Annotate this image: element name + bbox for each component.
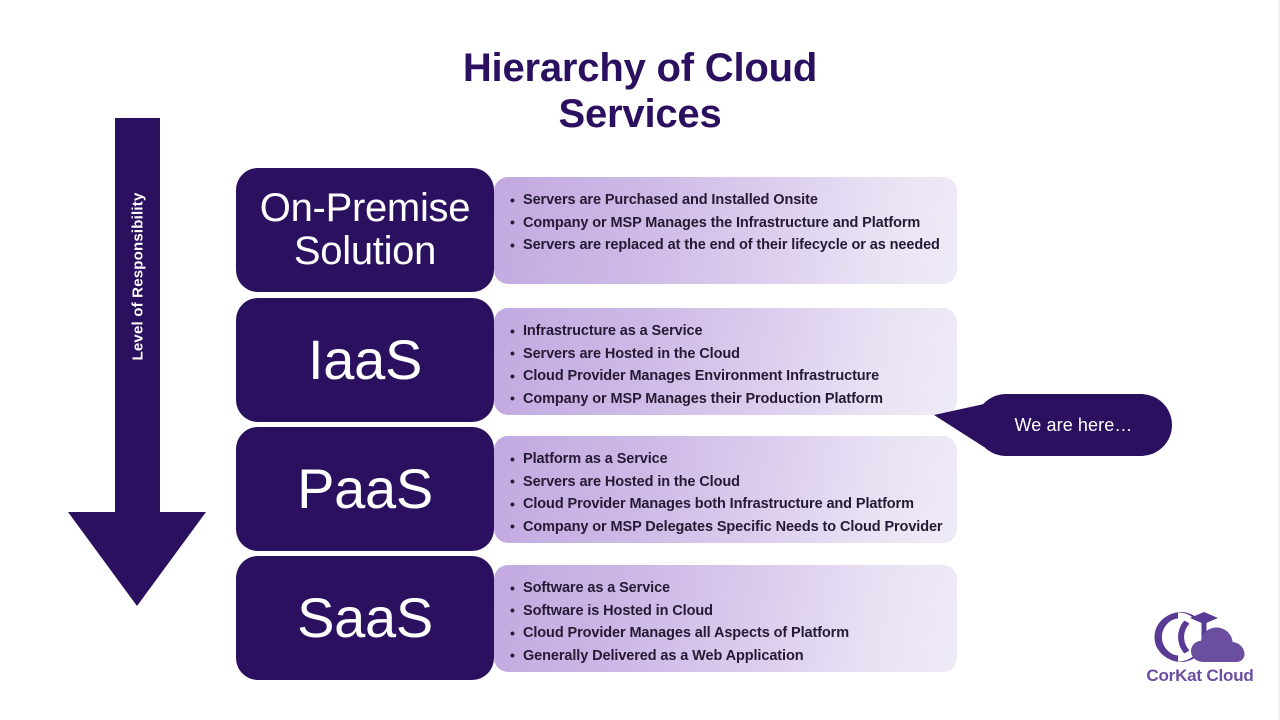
bullet-list: Software as a Service Software is Hosted… bbox=[510, 577, 957, 667]
service-tile-paas[interactable]: PaaS bbox=[236, 427, 494, 551]
description-panel: Platform as a Service Servers are Hosted… bbox=[494, 436, 957, 543]
list-item: Software as a Service bbox=[510, 577, 957, 600]
list-item: Cloud Provider Manages all Aspects of Pl… bbox=[510, 622, 957, 645]
down-arrow-icon bbox=[115, 118, 160, 516]
responsibility-axis: Level of Responsibility bbox=[68, 118, 208, 608]
description-panel: Infrastructure as a Service Servers are … bbox=[494, 308, 957, 415]
cloud-icon bbox=[1144, 606, 1256, 668]
list-item: Platform as a Service bbox=[510, 448, 957, 471]
page-title: Hierarchy of Cloud Services bbox=[462, 46, 818, 136]
bullet-list: Infrastructure as a Service Servers are … bbox=[510, 320, 957, 410]
list-item: Servers are replaced at the end of their… bbox=[510, 234, 957, 257]
description-panel: Servers are Purchased and Installed Onsi… bbox=[494, 177, 957, 284]
list-item: Cloud Provider Manages Environment Infra… bbox=[510, 365, 957, 388]
down-arrow-head-icon bbox=[68, 512, 206, 606]
list-item: Software is Hosted in Cloud bbox=[510, 599, 957, 623]
list-item: Servers are Hosted in the Cloud bbox=[510, 470, 957, 494]
axis-label: Level of Responsibility bbox=[129, 192, 147, 361]
slide-edge-rule bbox=[1278, 0, 1280, 720]
bullet-list: Platform as a Service Servers are Hosted… bbox=[510, 448, 957, 538]
list-item: Company or MSP Manages their Production … bbox=[510, 387, 957, 411]
brand-name: CorKat Cloud bbox=[1146, 666, 1254, 685]
list-item: Generally Delivered as a Web Application bbox=[510, 644, 957, 668]
service-tile-on-premise[interactable]: On-Premise Solution bbox=[236, 168, 494, 292]
list-item: Servers are Purchased and Installed Onsi… bbox=[510, 189, 957, 212]
list-item: Servers are Hosted in the Cloud bbox=[510, 342, 957, 366]
list-item: Company or MSP Manages the Infrastructur… bbox=[510, 211, 957, 235]
service-tile-iaas[interactable]: IaaS bbox=[236, 298, 494, 422]
list-item: Infrastructure as a Service bbox=[510, 320, 957, 343]
brand-logo: CorKat Cloud bbox=[1140, 606, 1260, 696]
list-item: Company or MSP Delegates Specific Needs … bbox=[510, 515, 957, 539]
list-item: Cloud Provider Manages both Infrastructu… bbox=[510, 493, 957, 516]
description-panel: Software as a Service Software is Hosted… bbox=[494, 565, 957, 672]
we-are-here-callout: We are here… bbox=[975, 394, 1172, 456]
bullet-list: Servers are Purchased and Installed Onsi… bbox=[510, 189, 957, 257]
service-tile-saas[interactable]: SaaS bbox=[236, 556, 494, 680]
